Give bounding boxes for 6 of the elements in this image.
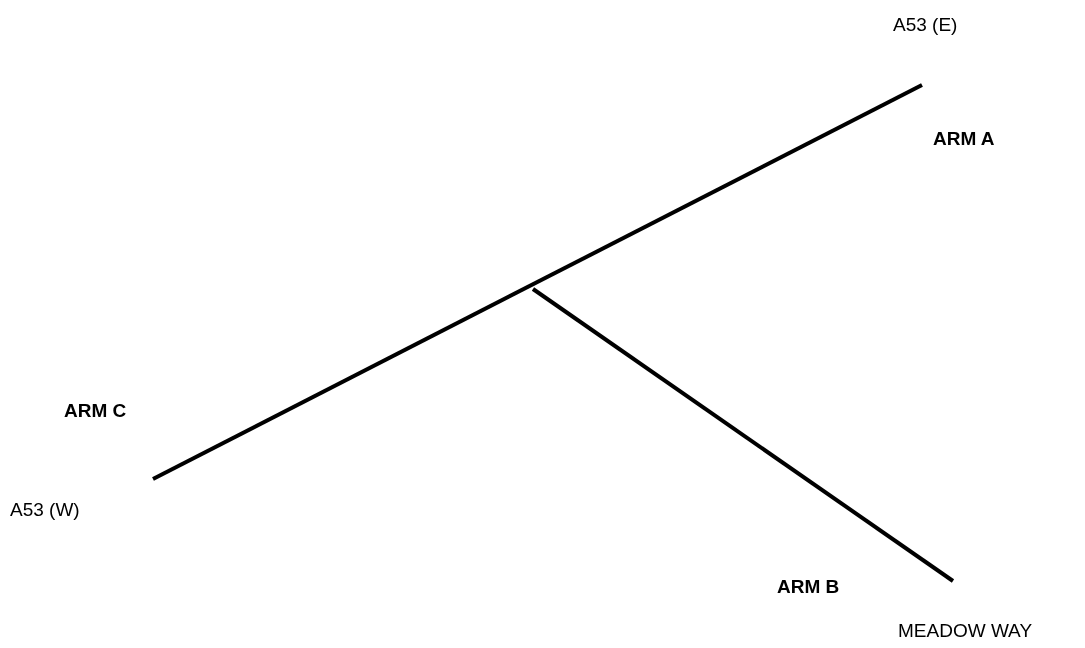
road-label: A53 (W) xyxy=(10,499,80,521)
arm-label: ARM A xyxy=(933,128,995,150)
road-label: MEADOW WAY xyxy=(898,620,1033,642)
road-label: A53 (E) xyxy=(893,14,958,36)
arm-label: ARM C xyxy=(64,400,127,422)
arm-label: ARM B xyxy=(777,576,840,598)
